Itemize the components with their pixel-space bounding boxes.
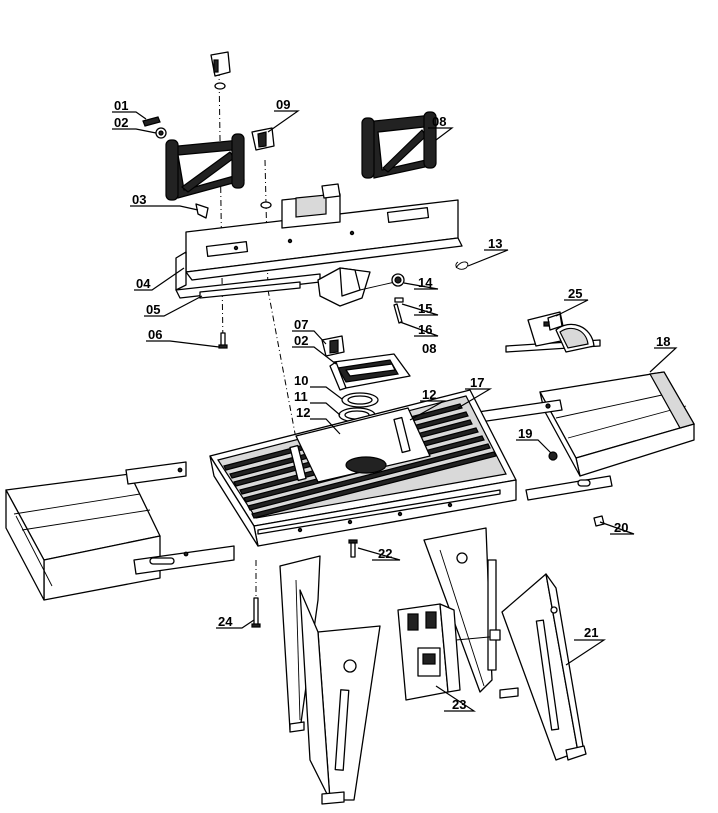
label-02-lower: 02 [294,333,308,348]
washer-02 [155,127,167,139]
label-18: 18 [656,334,670,349]
label-19: 19 [518,426,532,441]
left-extension-table [5,461,235,601]
label-04: 04 [136,276,151,291]
label-01: 01 [114,98,128,113]
dust-guard [317,267,396,307]
ring-10 [341,392,379,408]
switch-box-23 [397,603,501,701]
top-clamp-fastener [210,51,231,90]
label-12-right: 12 [422,387,436,402]
bolt-16 [393,303,403,324]
label-09: 09 [276,97,290,112]
label-23: 23 [452,697,466,712]
nut-15 [394,297,404,303]
screw-22 [348,539,358,558]
screw-01 [142,116,161,127]
left-fence-guide [165,133,245,201]
label-22: 22 [378,546,392,561]
main-table-17 [209,389,517,547]
right-extension-18 [477,371,695,501]
label-20: 20 [614,520,628,535]
screw-06 [218,332,228,349]
clamp-09 [251,127,275,209]
fence-body-04 [175,183,463,299]
label-13: 13 [488,236,502,251]
clamp-07 [321,335,345,357]
bolt-24 [251,597,261,628]
label-16: 16 [418,322,432,337]
insert-plate-08 [329,353,411,391]
label-03: 03 [132,192,146,207]
miter-gauge-25 [505,311,601,353]
nut-19 [548,451,558,461]
leg-back-right [423,527,519,699]
label-06: 06 [148,327,162,342]
label-11: 11 [294,389,308,404]
label-08-lower: 08 [422,341,436,356]
knob-14 [391,273,405,287]
label-24: 24 [218,614,233,629]
label-08-top: 08 [432,114,446,129]
leg-21 [501,573,587,761]
label-12-left: 12 [296,405,310,420]
part-labels: 01 02 03 04 05 06 07 02 08 09 08 10 11 1… [114,97,670,712]
spring-clip-13 [455,261,469,270]
label-25: 25 [568,286,582,301]
right-fence-guide [361,111,437,179]
knob-03 [195,203,209,219]
label-21: 21 [584,625,598,640]
slide-strip-05 [199,281,301,299]
label-05: 05 [146,302,160,317]
screw-20 [593,515,605,527]
label-07: 07 [294,317,308,332]
label-14: 14 [418,275,433,290]
leader-lines [112,110,678,712]
label-10: 10 [294,373,308,388]
label-02-top: 02 [114,115,128,130]
leg-front-center [299,589,381,805]
label-15: 15 [418,301,432,316]
label-17: 17 [470,375,484,390]
